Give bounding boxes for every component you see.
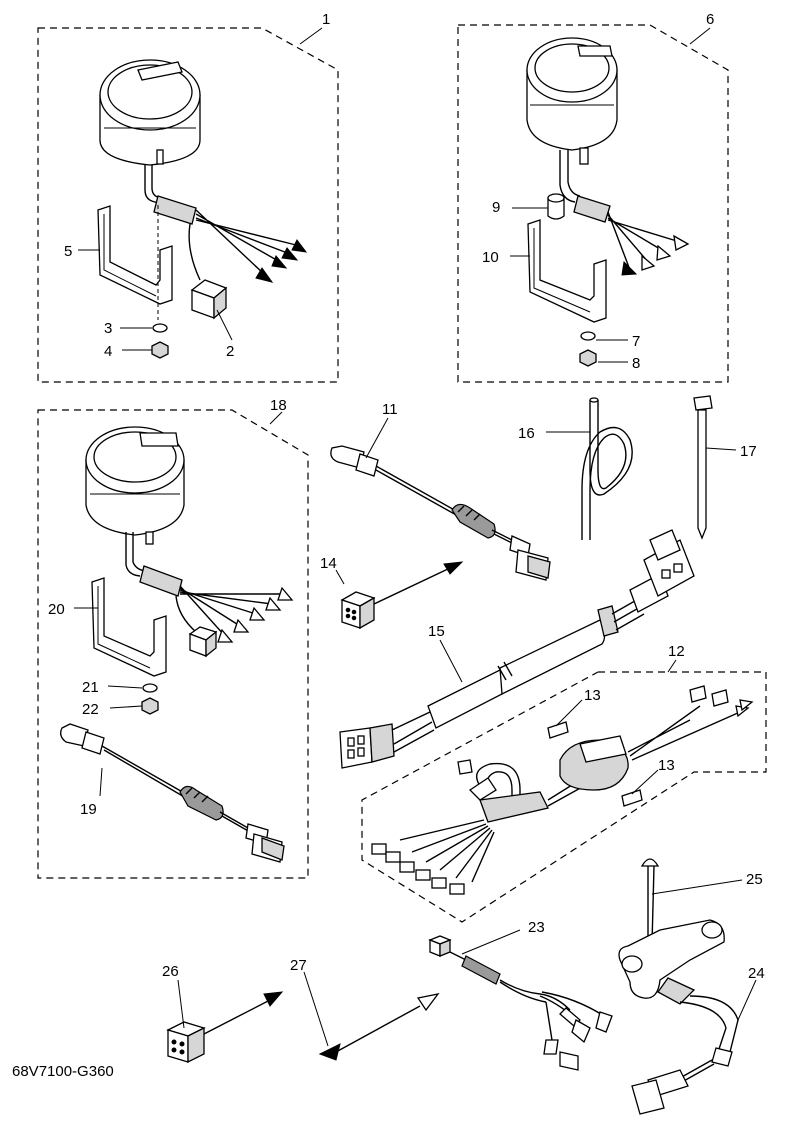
callout-24: 24 [748, 965, 765, 982]
part-22-nut [141, 697, 159, 715]
callout-27: 27 [290, 957, 307, 974]
part-12-harness [371, 685, 754, 895]
part-2-connector [190, 279, 228, 320]
callout-8: 8 [632, 355, 640, 372]
callout-22: 22 [82, 701, 99, 718]
callout-13-upper: 13 [584, 687, 601, 704]
part-7-washer [580, 331, 596, 341]
callout-6: 6 [706, 11, 714, 28]
part-24-sensor [618, 919, 739, 1115]
part-19-harness [60, 723, 285, 863]
callout-14: 14 [320, 555, 337, 572]
part-3-washer [152, 323, 168, 333]
callout-4: 4 [104, 343, 112, 360]
callout-18: 18 [270, 397, 287, 414]
part-10-bracket [527, 219, 607, 323]
callout-17: 17 [740, 443, 757, 460]
part-21-washer [142, 683, 158, 693]
callout-2: 2 [226, 343, 234, 360]
part-25-screw [640, 858, 660, 947]
callout-23: 23 [528, 919, 545, 936]
part-9-grommet [547, 193, 565, 220]
callout-12: 12 [668, 643, 685, 660]
callout-20: 20 [48, 601, 65, 618]
part-27-terminal [318, 993, 440, 1061]
part-18-gauge [85, 426, 294, 658]
leader-lines [74, 27, 757, 1047]
part-8-nut [579, 349, 597, 367]
part-1-gauge [99, 59, 308, 283]
callout-11: 11 [382, 401, 398, 418]
group-1-outline [37, 27, 339, 383]
callout-9: 9 [492, 199, 500, 216]
part-15-main-harness [339, 529, 695, 769]
callout-1: 1 [322, 11, 330, 28]
part-16-cable [581, 397, 633, 540]
part-23-harness [428, 935, 613, 1071]
callout-7: 7 [632, 333, 640, 350]
callout-10: 10 [482, 249, 499, 266]
callout-3: 3 [104, 320, 112, 337]
part-6-gauge [526, 37, 690, 276]
callout-19: 19 [80, 801, 97, 818]
part-13-fuse-upper [547, 721, 569, 739]
part-11-harness [330, 445, 551, 581]
group-6-outline [457, 24, 729, 383]
part-4-nut [151, 341, 169, 359]
callout-21: 21 [82, 679, 99, 696]
callout-5: 5 [64, 243, 72, 260]
part-20-bracket [91, 577, 167, 677]
callout-26: 26 [162, 963, 179, 980]
part-17-cable-tie [693, 395, 713, 540]
group-12-outline [361, 671, 767, 923]
part-5-bracket [97, 205, 173, 320]
callout-16: 16 [518, 425, 535, 442]
part-14-connector [340, 561, 464, 630]
part-26-connector [166, 991, 284, 1064]
callout-13-lower: 13 [658, 757, 675, 774]
part-13-fuse-lower [621, 789, 643, 807]
callout-25: 25 [746, 871, 763, 888]
callout-15: 15 [428, 623, 445, 640]
drawing-code: 68V7100-G360 [12, 1063, 114, 1080]
group-18-outline [37, 409, 309, 879]
